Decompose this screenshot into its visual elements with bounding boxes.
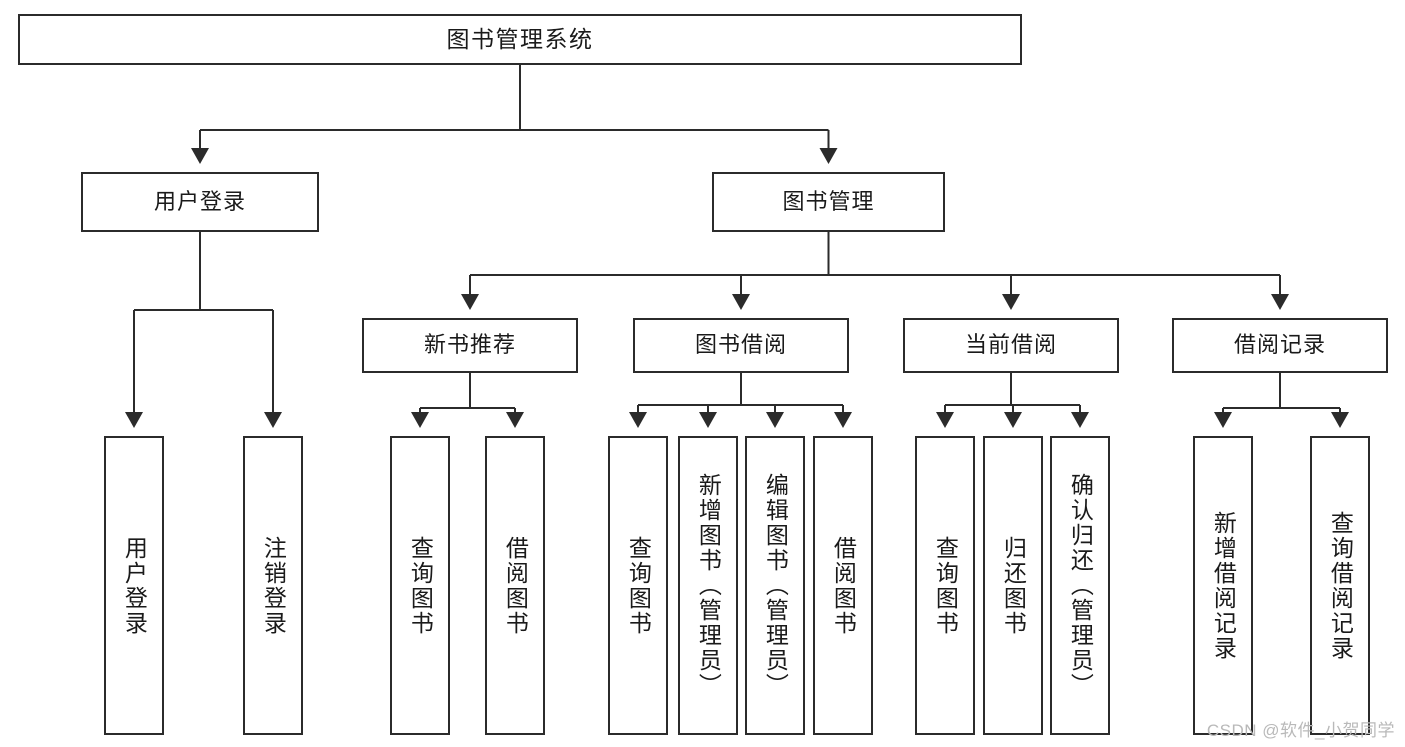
arrow-head-icon [1331, 412, 1349, 428]
arrow-head-icon [125, 412, 143, 428]
node-label: 查询图书 [625, 535, 652, 636]
node-label: 借阅图书 [830, 535, 857, 636]
node-label: 新书推荐 [423, 332, 516, 358]
arrow-head-icon [819, 148, 838, 164]
node-c3[interactable]: 确认归还（管理员） [1050, 436, 1110, 735]
node-b2[interactable]: 新增图书（管理员） [678, 436, 738, 735]
node-n1[interactable]: 查询图书 [390, 436, 450, 735]
arrow-head-icon [834, 412, 852, 428]
node-records[interactable]: 借阅记录 [1172, 318, 1388, 373]
arrow-head-icon [629, 412, 647, 428]
node-label: 图书管理 [782, 188, 875, 214]
node-c1[interactable]: 查询图书 [915, 436, 975, 735]
node-l2[interactable]: 注销登录 [243, 436, 303, 735]
node-root[interactable]: 图书管理系统 [18, 14, 1022, 65]
node-label: 确认归还（管理员） [1067, 473, 1094, 698]
node-label: 查询图书 [407, 535, 434, 636]
node-l1[interactable]: 用户登录 [104, 436, 164, 735]
node-b1[interactable]: 查询图书 [608, 436, 668, 735]
watermark-label: CSDN @软件_小贺同学 [1206, 721, 1395, 740]
node-newbook[interactable]: 新书推荐 [362, 318, 578, 373]
arrow-head-icon [461, 294, 479, 310]
arrow-head-icon [699, 412, 717, 428]
node-label: 当前借阅 [964, 332, 1057, 358]
arrow-head-icon [1271, 294, 1289, 310]
node-label: 编辑图书（管理员） [762, 473, 789, 698]
node-label: 注销登录 [260, 535, 287, 636]
node-label: 图书管理系统 [446, 26, 594, 53]
node-b3[interactable]: 编辑图书（管理员） [745, 436, 805, 735]
node-c2[interactable]: 归还图书 [983, 436, 1043, 735]
node-label: 借阅图书 [502, 535, 529, 636]
node-label: 新增图书（管理员） [695, 473, 722, 698]
node-label: 查询借阅记录 [1327, 510, 1354, 661]
arrow-head-icon [1071, 412, 1089, 428]
arrow-head-icon [936, 412, 954, 428]
node-label: 图书借阅 [694, 332, 787, 358]
arrow-head-icon [766, 412, 784, 428]
arrow-head-icon [506, 412, 524, 428]
node-label: 查询图书 [932, 535, 959, 636]
node-r1[interactable]: 新增借阅记录 [1193, 436, 1253, 735]
node-current[interactable]: 当前借阅 [903, 318, 1119, 373]
node-n2[interactable]: 借阅图书 [485, 436, 545, 735]
node-label: 新增借阅记录 [1210, 510, 1237, 661]
arrow-head-icon [411, 412, 429, 428]
node-label: 归还图书 [1000, 535, 1027, 636]
arrow-head-icon [1004, 412, 1022, 428]
arrow-head-icon [1214, 412, 1232, 428]
arrow-head-icon [732, 294, 750, 310]
node-b4[interactable]: 借阅图书 [813, 436, 873, 735]
arrow-head-icon [191, 148, 209, 164]
node-borrow[interactable]: 图书借阅 [633, 318, 849, 373]
node-label: 借阅记录 [1233, 332, 1326, 358]
node-label: 用户登录 [121, 535, 148, 636]
arrow-head-icon [264, 412, 282, 428]
node-r2[interactable]: 查询借阅记录 [1310, 436, 1370, 735]
node-bookmgmt[interactable]: 图书管理 [712, 172, 945, 232]
node-label: 用户登录 [153, 188, 246, 214]
node-login[interactable]: 用户登录 [81, 172, 319, 232]
arrow-head-icon [1002, 294, 1020, 310]
